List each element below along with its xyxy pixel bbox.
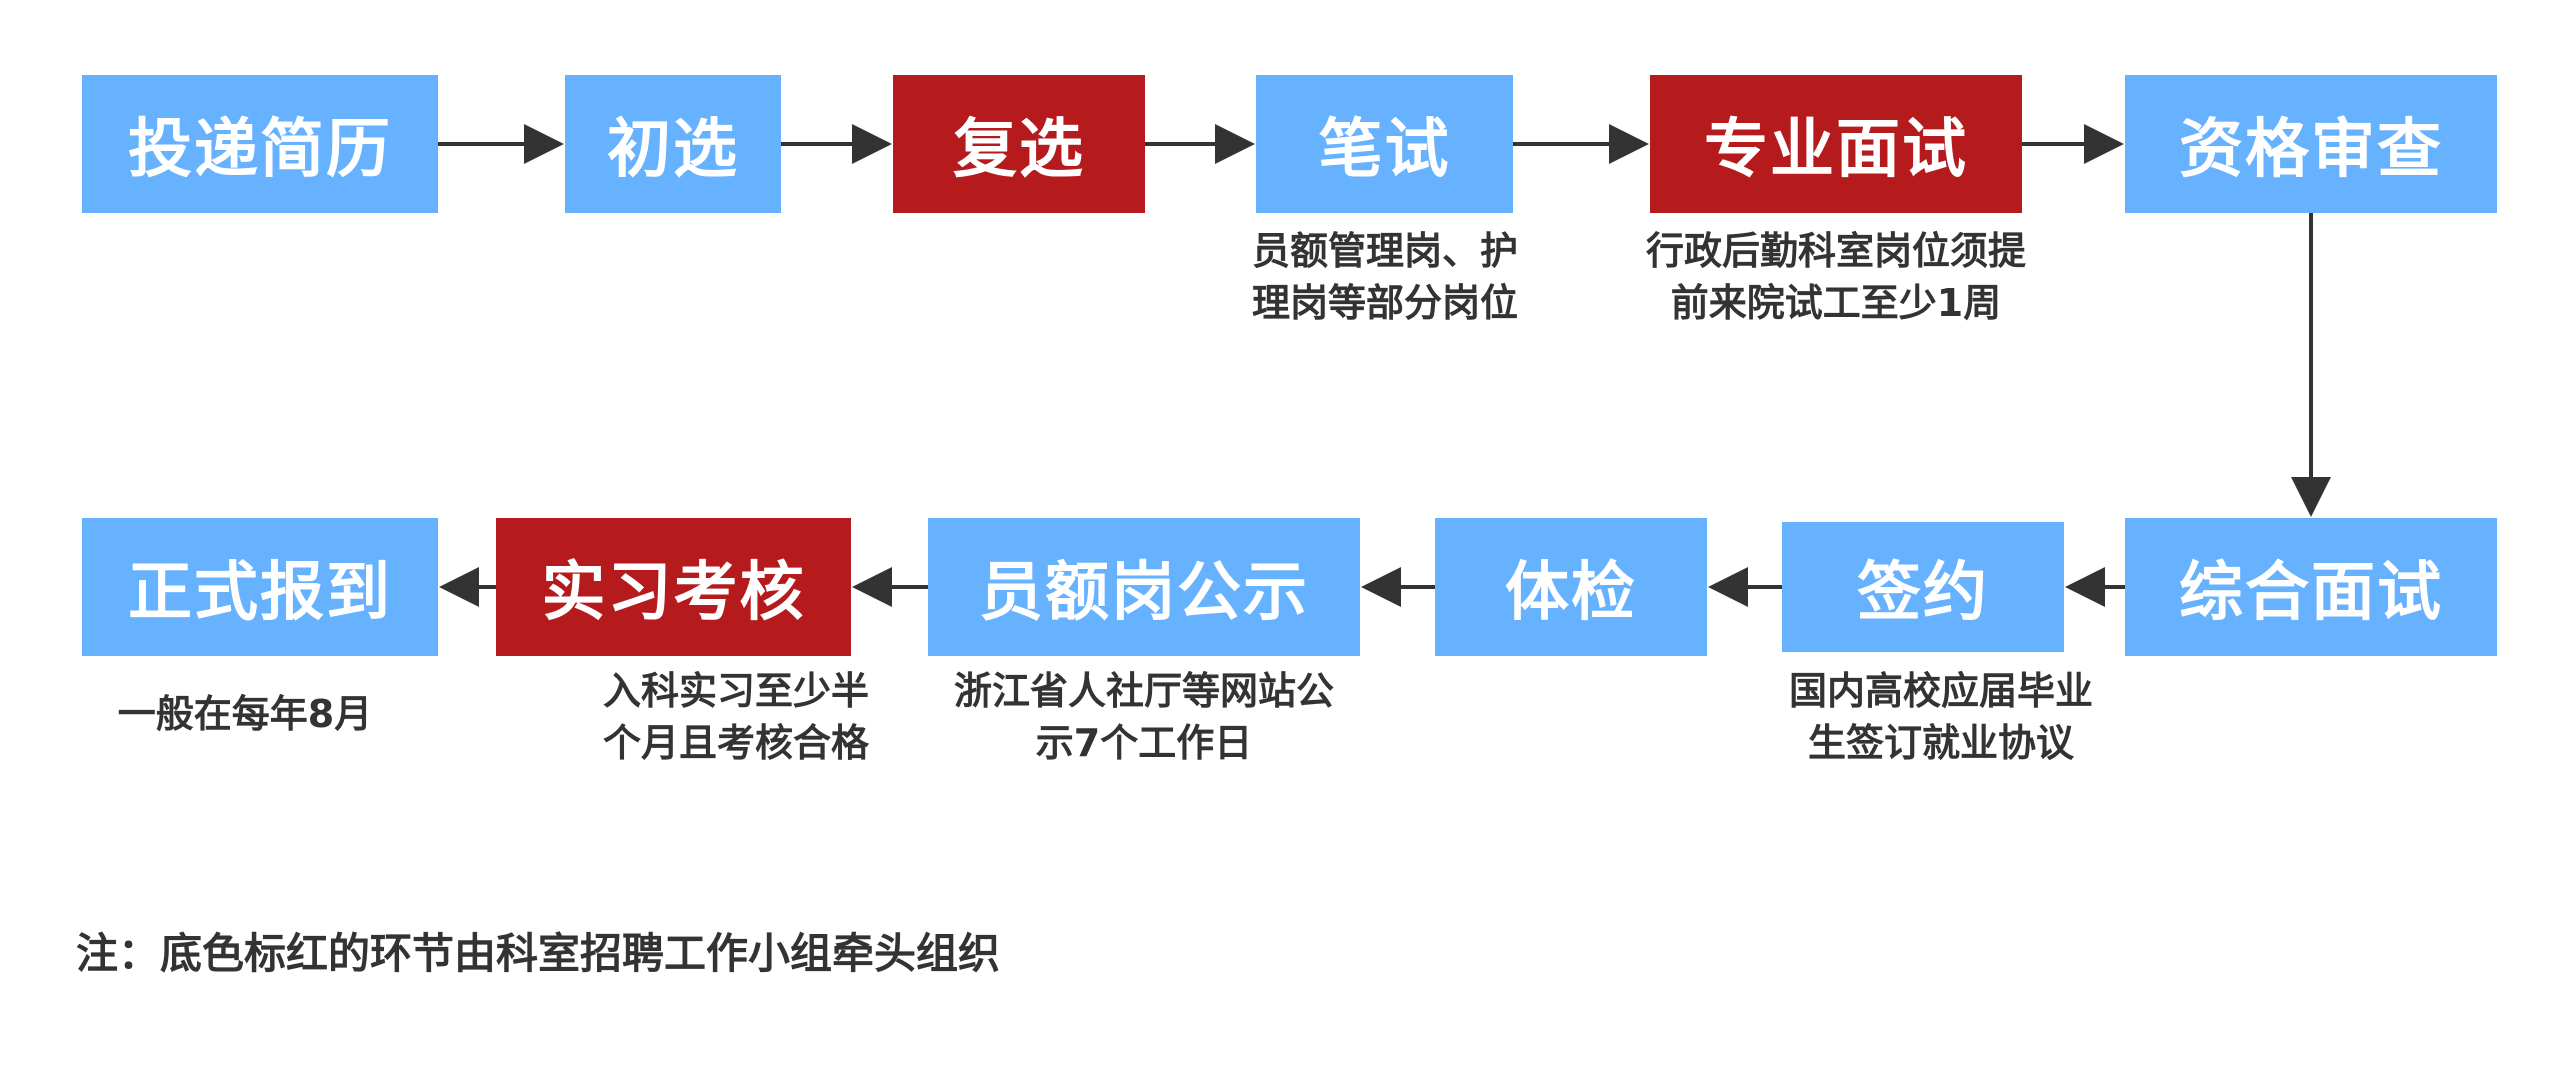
note-line: 国内高校应届毕业 <box>1788 669 2093 713</box>
note-formal-report: 一般在每年8月 <box>95 688 395 740</box>
step-physical-exam: 体检 <box>1435 518 1707 656</box>
note-line: 生签订就业协议 <box>1807 721 2074 765</box>
step-first-screen: 初选 <box>565 75 781 213</box>
note-internship-assessment: 入科实习至少半 个月且考核合格 <box>566 665 906 769</box>
note-line: 个月且考核合格 <box>602 721 869 765</box>
step-label: 初选 <box>607 113 739 187</box>
note-professional-interview: 行政后勤科室岗位须提 前来院试工至少1周 <box>1600 225 2072 329</box>
step-label: 正式报到 <box>128 556 392 630</box>
step-qualification-review: 资格审查 <box>2125 75 2497 213</box>
note-line: 员额管理岗、护 <box>1251 229 1518 273</box>
step-label: 员额岗公示 <box>979 556 1309 630</box>
step-label: 体检 <box>1505 556 1637 630</box>
step-label: 资格审查 <box>2179 113 2443 187</box>
step-publicity: 员额岗公示 <box>928 518 1360 656</box>
step-label: 笔试 <box>1318 113 1451 187</box>
step-label: 综合面试 <box>2179 556 2443 630</box>
step-comprehensive-interview: 综合面试 <box>2125 518 2497 656</box>
step-professional-interview: 专业面试 <box>1650 75 2022 213</box>
step-label: 专业面试 <box>1704 113 1968 187</box>
step-formal-report: 正式报到 <box>82 518 438 656</box>
step-label: 实习考核 <box>541 556 806 630</box>
step-second-screen: 复选 <box>893 75 1145 213</box>
note-line: 前来院试工至少1周 <box>1670 281 2002 325</box>
note-line: 一般在每年8月 <box>117 692 373 736</box>
step-label: 投递简历 <box>128 113 392 187</box>
step-submit-resume: 投递简历 <box>82 75 438 213</box>
note-sign-contract: 国内高校应届毕业 生签订就业协议 <box>1753 665 2129 769</box>
step-label: 复选 <box>953 113 1085 187</box>
step-internship-assessment: 实习考核 <box>496 518 851 656</box>
note-line: 入科实习至少半 <box>602 669 869 713</box>
step-written-exam: 笔试 <box>1256 75 1513 213</box>
note-written-exam: 员额管理岗、护 理岗等部分岗位 <box>1230 225 1540 329</box>
note-line: 行政后勤科室岗位须提 <box>1645 229 2026 273</box>
step-sign-contract: 签约 <box>1782 522 2064 652</box>
note-publicity: 浙江省人社厅等网站公 示7个工作日 <box>924 665 1364 769</box>
note-line: 理岗等部分岗位 <box>1251 281 1518 325</box>
footer-note: 注：底色标红的环节由科室招聘工作小组牵头组织 <box>76 929 1001 978</box>
step-label: 签约 <box>1857 556 1989 630</box>
note-line: 浙江省人社厅等网站公 <box>953 669 1334 713</box>
note-line: 示7个工作日 <box>1035 721 1253 765</box>
